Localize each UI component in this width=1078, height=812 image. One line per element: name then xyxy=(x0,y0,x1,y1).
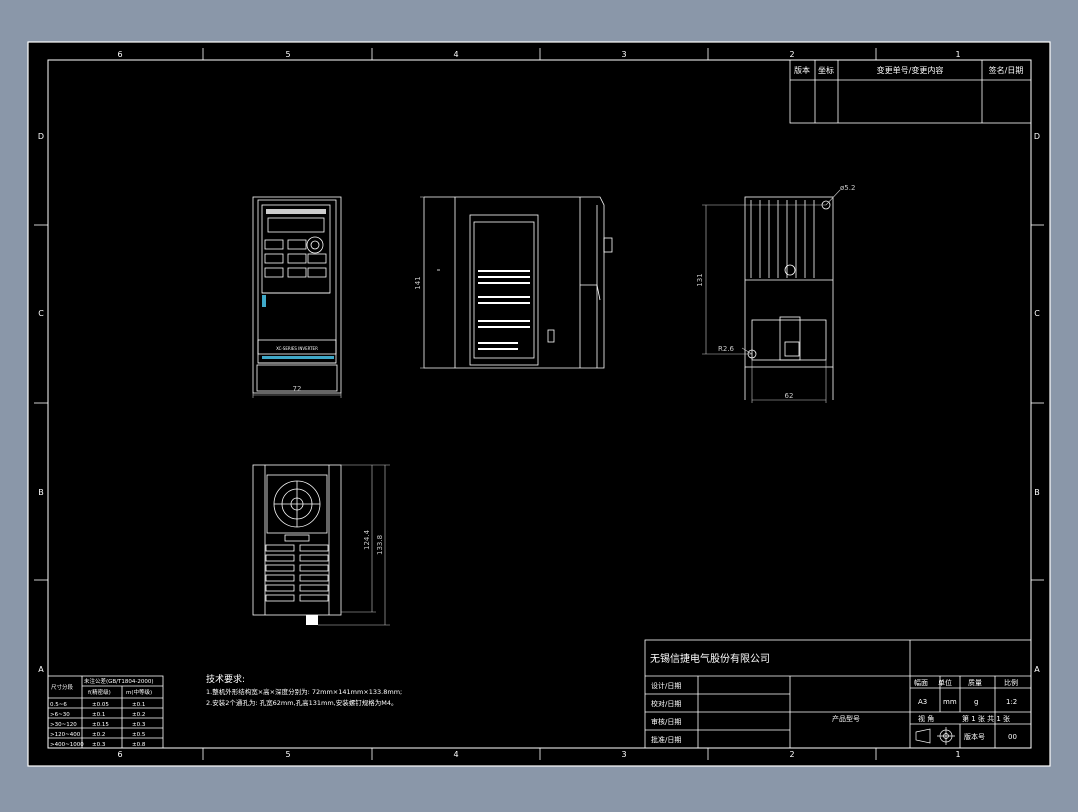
front-dimension xyxy=(252,393,342,398)
tol-m: ±0.3 xyxy=(132,722,146,728)
tol-f: ±0.2 xyxy=(92,732,105,738)
revision-table xyxy=(789,59,1032,124)
col-label-top: 5 xyxy=(285,50,290,59)
side-warning-text xyxy=(478,270,530,350)
row-label-right: C xyxy=(1034,309,1040,318)
tb-design: 设计/日期 xyxy=(651,681,681,690)
tol-header-range: 尺寸分段 xyxy=(51,683,74,691)
col-label-top: 2 xyxy=(789,50,794,59)
rev-header-change: 变更单号/变更内容 xyxy=(877,65,944,75)
tb-val-unit: mm xyxy=(943,698,957,706)
row-label-left: B xyxy=(38,488,44,497)
notes-line-1: 1.整机外形结构宽×高×深度分别为: 72mm×141mm×133.8mm; xyxy=(206,687,402,696)
tol-f: ±0.1 xyxy=(92,712,105,718)
side-view[interactable] xyxy=(423,196,613,369)
tb-hdr-size: 幅面 xyxy=(914,678,928,687)
tol-header-std: 未注公差(GB/T1804-2000) xyxy=(84,677,154,685)
rear-radius-dim: R2.6 xyxy=(718,345,735,353)
col-label-top: 4 xyxy=(453,50,458,59)
row-label-left: C xyxy=(38,309,44,318)
col-label-bottom: 2 xyxy=(789,750,794,759)
tolerance-table xyxy=(47,675,164,749)
title-block xyxy=(644,639,1032,749)
row-label-right: D xyxy=(1034,132,1040,141)
bottom-connector xyxy=(306,615,318,625)
col-label-top: 6 xyxy=(117,50,122,59)
rear-hole-dim: ø5.2 xyxy=(840,184,855,192)
col-label-top: 3 xyxy=(621,50,626,59)
front-width-dim: 72 xyxy=(293,385,302,393)
front-accent-bar xyxy=(262,295,266,307)
tb-sheet: 第 1 张 共 1 张 xyxy=(962,714,1010,723)
tol-f: ±0.15 xyxy=(92,722,109,728)
bottom-view[interactable] xyxy=(252,464,342,616)
row-label-right: B xyxy=(1034,488,1040,497)
tol-sub-f: f(精密级) xyxy=(88,688,111,696)
tb-review: 审核/日期 xyxy=(651,717,681,726)
front-accent-strip xyxy=(262,356,334,359)
drawing-paper xyxy=(27,41,1051,767)
bottom-dimensions xyxy=(318,464,390,626)
tb-val-scale: 1:2 xyxy=(1006,698,1017,706)
col-label-bottom: 5 xyxy=(285,750,290,759)
tol-f: ±0.3 xyxy=(92,742,106,748)
bottom-height-dim-2: 133.8 xyxy=(376,535,384,555)
zone-ticks xyxy=(34,48,1044,760)
notes-line-2: 2.安装2个通孔为: 孔宽62mm,孔高131mm,安装螺钉规格为M4。 xyxy=(206,698,397,707)
tb-hdr-mass: 质量 xyxy=(968,678,982,687)
tol-range: >6~30 xyxy=(50,712,70,718)
projection-symbol-icon xyxy=(915,727,955,745)
tol-range: 0.5~6 xyxy=(50,702,67,708)
bottom-height-dim-1: 124.4 xyxy=(363,529,371,550)
tb-check: 校对/日期 xyxy=(651,699,681,708)
tb-hdr-scale: 比例 xyxy=(1004,678,1018,687)
row-label-left: D xyxy=(38,132,44,141)
tb-hdr-unit: 单位 xyxy=(938,678,952,687)
tb-val-mass: g xyxy=(974,698,978,706)
front-series-label: XC-SERIES INVERTER xyxy=(276,346,318,351)
tol-m: ±0.2 xyxy=(132,712,145,718)
row-label-right: A xyxy=(1034,665,1040,674)
side-height-dim: 141 xyxy=(414,276,422,289)
col-label-bottom: 4 xyxy=(453,750,458,759)
notes-title: 技术要求: xyxy=(206,673,245,685)
front-view[interactable] xyxy=(252,196,342,394)
tol-sub-m: m(中等级) xyxy=(126,688,152,696)
tb-approve: 批准/日期 xyxy=(651,735,681,744)
tol-range: >400~1000 xyxy=(50,742,84,748)
tol-f: ±0.05 xyxy=(92,702,109,708)
tb-view: 视 角 xyxy=(918,714,934,723)
tb-product-model: 产品型号 xyxy=(832,714,860,723)
tb-version-value: 00 xyxy=(1008,733,1017,741)
rear-view[interactable] xyxy=(744,196,834,400)
tb-val-size: A3 xyxy=(918,698,927,706)
col-label-bottom: 3 xyxy=(621,750,626,759)
tol-range: >30~120 xyxy=(50,722,77,728)
company-name: 无锡信捷电气股份有限公司 xyxy=(650,652,770,665)
tol-range: >120~400 xyxy=(50,732,81,738)
rev-header-coord: 坐标 xyxy=(818,65,834,75)
tol-m: ±0.1 xyxy=(132,702,145,708)
rear-dimensions xyxy=(702,189,841,403)
tb-version-label: 版本号 xyxy=(964,732,985,741)
col-label-top: 1 xyxy=(955,50,960,59)
col-label-bottom: 1 xyxy=(955,750,960,759)
inner-border xyxy=(47,59,1032,749)
rear-height-dim: 131 xyxy=(696,273,704,286)
tol-m: ±0.8 xyxy=(132,742,146,748)
rear-width-dim: 62 xyxy=(785,392,794,400)
col-label-bottom: 6 xyxy=(117,750,122,759)
side-dimension xyxy=(420,196,428,369)
row-label-left: A xyxy=(38,665,44,674)
rev-header-version: 版本 xyxy=(794,65,810,75)
rev-header-sign: 签名/日期 xyxy=(989,65,1024,75)
tol-m: ±0.5 xyxy=(132,732,146,738)
